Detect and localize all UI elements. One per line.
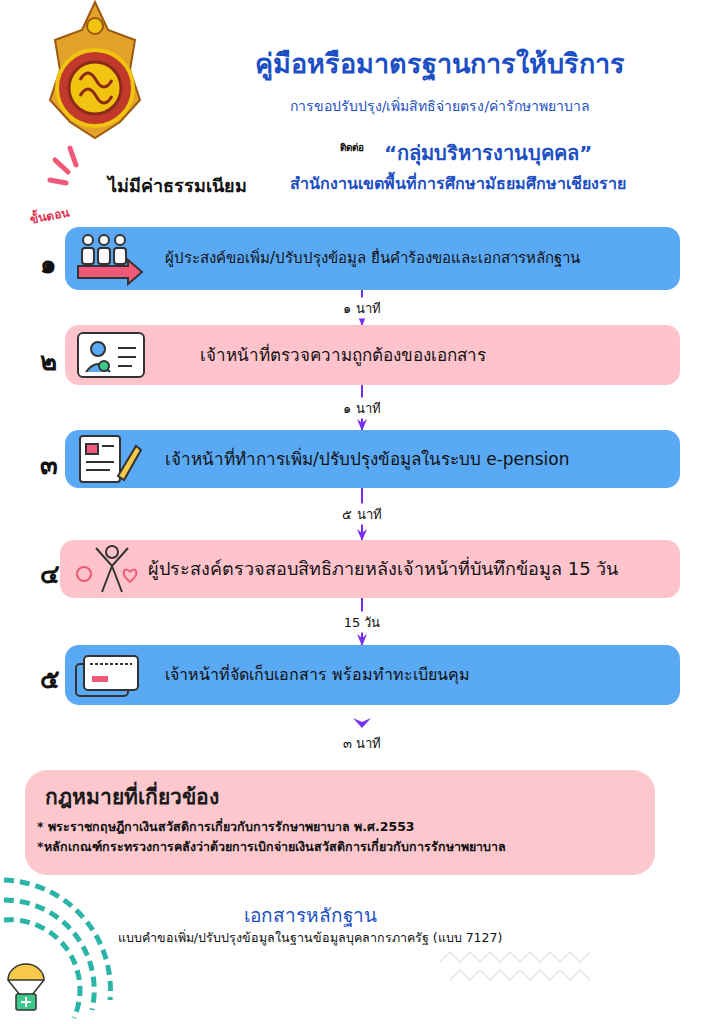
decorative-arcs	[4, 880, 110, 1018]
steps-label: ขั้นตอน	[28, 202, 70, 229]
process-box: ผู้ประสงค์ตรวจสอบสิทธิภายหลังเจ้าหน้าที่…	[60, 540, 680, 598]
fee-note: ไม่มีค่าธรรมเนียม	[108, 171, 247, 200]
emblem	[50, 2, 140, 138]
office-name: สำนักงานเขตพื้นที่การศึกษามัธยมศึกษาเชีย…	[290, 171, 626, 196]
fitness-icon	[77, 546, 136, 592]
people-icon	[78, 235, 142, 284]
process-box: ผู้ประสงค์ขอเพิ่ม/ปรับปรุงข้อมูล ยื่นคำร…	[65, 227, 680, 290]
document-name: แบบคำขอเพิ่ม/ปรับปรุงข้อมูลในฐานข้อมูลบุ…	[118, 928, 503, 948]
law-item: * พระราชกฤษฎีกาเงินสวัสดิการเกี่ยวกับการ…	[37, 817, 639, 837]
document-icon	[80, 436, 141, 482]
step-number: ๒	[40, 340, 57, 381]
step-number: ๓	[40, 444, 58, 485]
law-heading: กฎหมายที่เกี่ยวข้อง	[45, 780, 639, 813]
step-text: ผู้ประสงค์ตรวจสอบสิทธิภายหลังเจ้าหน้าที่…	[148, 557, 666, 580]
process-box: เจ้าหน้าที่ทำการเพิ่ม/ปรับปรุงข้อมูลในระ…	[65, 430, 680, 488]
time-label: ๓ นาที	[343, 733, 381, 754]
step-number: ๔	[40, 553, 60, 594]
time-label: 15 วัน	[340, 611, 385, 632]
accent-strokes	[50, 148, 76, 183]
step-number: ๑	[40, 243, 57, 284]
process-box: เจ้าหน้าที่ตรวจความถูกต้องของเอกสาร	[65, 325, 680, 385]
id-card-icon	[78, 333, 144, 377]
wave-pattern	[440, 952, 590, 980]
step-text: เจ้าหน้าที่ทำการเพิ่ม/ปรับปรุงข้อมูลในระ…	[165, 448, 666, 470]
time-label: ๕ นาที	[338, 504, 385, 525]
subtitle: การขอปรับปรุง/เพิ่มสิทธิจ่ายตรง/ค่ารักษา…	[290, 95, 590, 117]
section-heading: เอกสารหลักฐาน	[244, 900, 377, 930]
law-item: *หลักเกณฑ์กระทรวงการคลังว่าด้วยการเบิกจ่…	[37, 837, 639, 857]
step-text: เจ้าหน้าที่ตรวจความถูกต้องของเอกสาร	[200, 344, 666, 366]
step-text: เจ้าหน้าที่จัดเก็บเอกสาร พร้อมทำทะเบียนค…	[165, 665, 666, 686]
process-box: เจ้าหน้าที่จัดเก็บเอกสาร พร้อมทำทะเบียนค…	[65, 645, 680, 705]
step-text: ผู้ประสงค์ขอเพิ่ม/ปรับปรุงข้อมูล ยื่นคำร…	[165, 249, 666, 269]
department-name: “กลุ่มบริหารงานบุคคล”	[384, 137, 592, 169]
arrow-chevron	[353, 718, 371, 728]
contact-label: ติดต่อ	[340, 140, 364, 155]
cards-icon	[76, 656, 138, 696]
parachute-icon	[8, 964, 44, 1010]
time-label: ๑ นาที	[339, 297, 384, 318]
step-number: ๕	[40, 658, 60, 699]
time-label: ๑ นาที	[339, 397, 384, 418]
page-title: คู่มือหรือมาตรฐานการให้บริการ	[255, 42, 625, 85]
law-box: กฎหมายที่เกี่ยวข้อง * พระราชกฤษฎีกาเงินสว…	[25, 770, 655, 875]
